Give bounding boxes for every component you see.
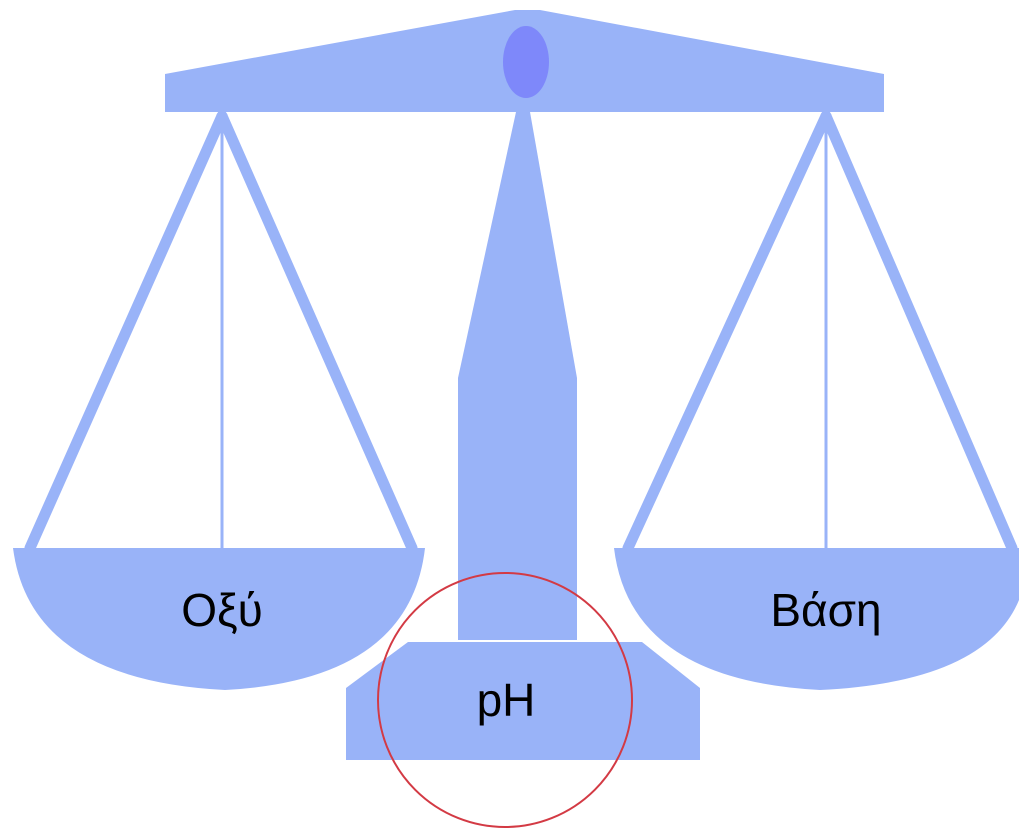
left-pan-label: Οξύ <box>181 584 263 636</box>
left-pan <box>13 548 425 690</box>
scale-post <box>458 112 577 640</box>
right-pan-label: Βάση <box>770 584 881 636</box>
pivot-knob <box>503 26 549 98</box>
scale-base <box>346 642 700 760</box>
left-hanger <box>24 110 418 554</box>
highlight-circle <box>377 572 633 828</box>
right-hanger <box>622 110 1018 554</box>
base-label: pH <box>477 674 536 726</box>
right-pan <box>614 548 1019 690</box>
